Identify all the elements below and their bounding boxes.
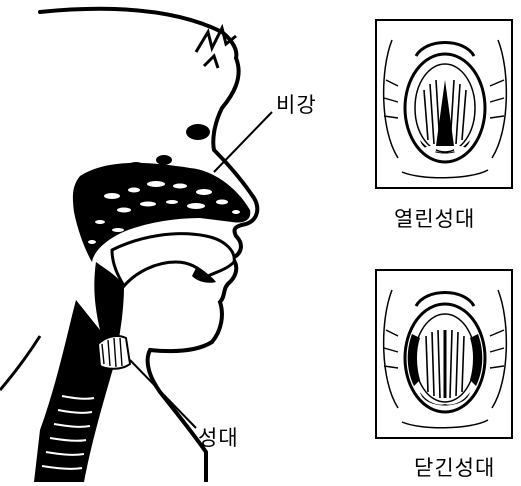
hair-strand <box>204 56 218 68</box>
vocal-cords-leader <box>130 360 196 428</box>
vocal-cords-label: 성대 <box>198 428 239 449</box>
oral-cavity <box>112 234 234 286</box>
head-cross-section <box>0 9 272 482</box>
open-vocal-cords-label: 열린성대 <box>394 209 475 230</box>
closed-vocal-cords-label: 닫긴성대 <box>414 458 495 479</box>
nasal-cavity-label: 비강 <box>276 95 317 116</box>
hair-strand <box>196 28 236 52</box>
sinus-patch <box>156 155 172 165</box>
closed-vocal-cords-illustration <box>376 270 512 438</box>
open-vocal-cords-illustration <box>376 20 512 188</box>
neck-back <box>0 336 40 390</box>
nasal-cavity-leader <box>214 112 272 172</box>
sinus-patch <box>126 162 146 174</box>
sinus-patch <box>186 124 210 140</box>
